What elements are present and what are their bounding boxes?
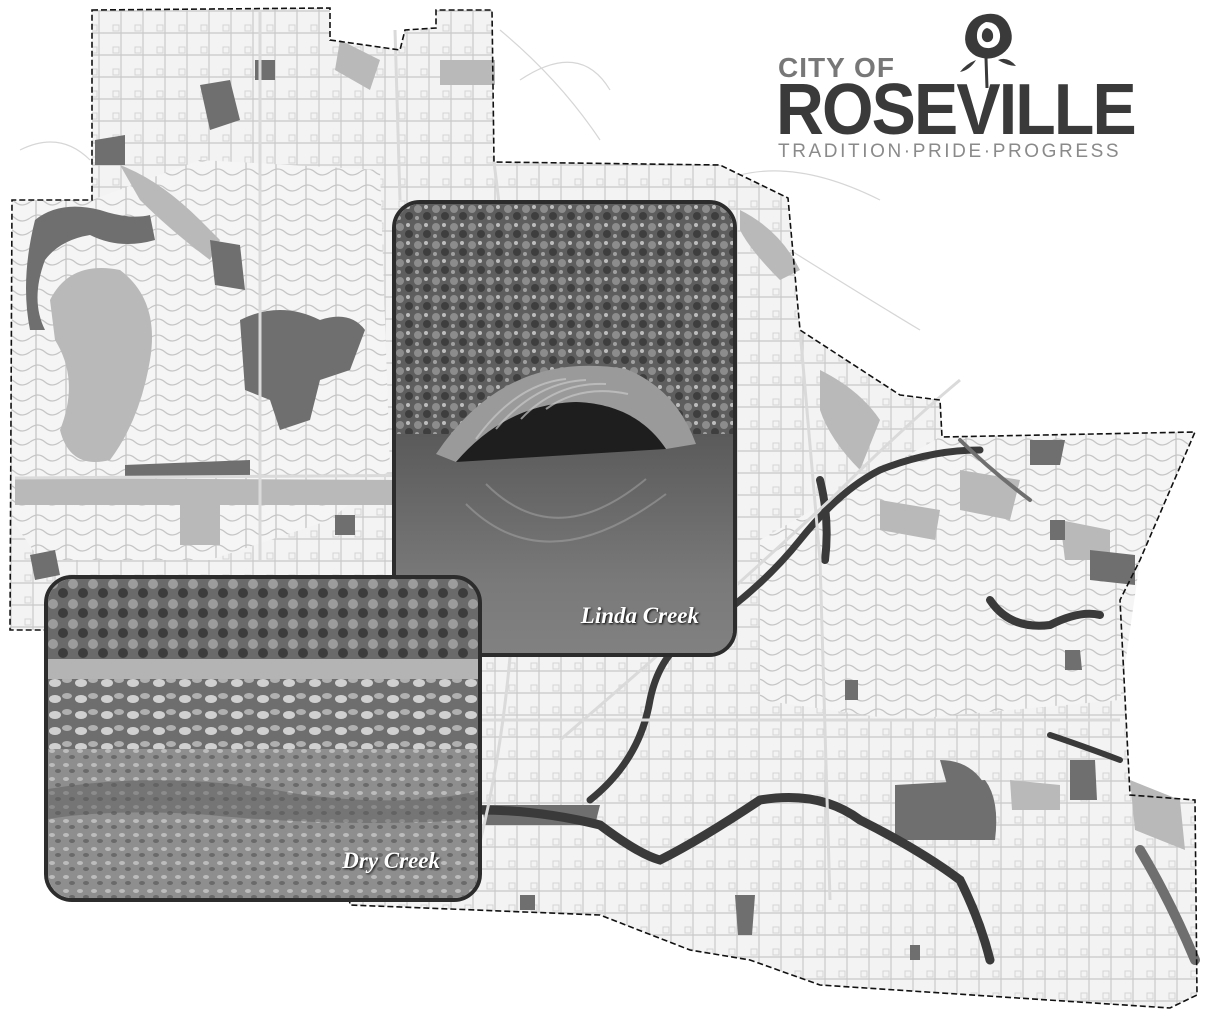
dry-creek-image	[48, 579, 478, 898]
linda-creek-caption: Linda Creek	[580, 603, 699, 628]
city-logo: CITY OF ROSEVILLE TRADITION·PRIDE·PROGRE…	[776, 8, 1146, 168]
logo-city-name: ROSEVILLE	[776, 70, 1137, 150]
open-space-dark	[26, 60, 1135, 960]
logo-city-of: CITY OF	[778, 52, 895, 83]
dry-creek-caption: Dry Creek	[342, 848, 440, 873]
rose-icon	[960, 13, 1016, 88]
eastern-neighborhoods	[760, 432, 1195, 720]
open-space-light	[15, 40, 1185, 850]
logo-tagline: TRADITION·PRIDE·PROGRESS	[778, 141, 1122, 162]
dry-creek-photo: Dry Creek	[44, 575, 482, 902]
surrounding-streets	[19, 29, 921, 331]
